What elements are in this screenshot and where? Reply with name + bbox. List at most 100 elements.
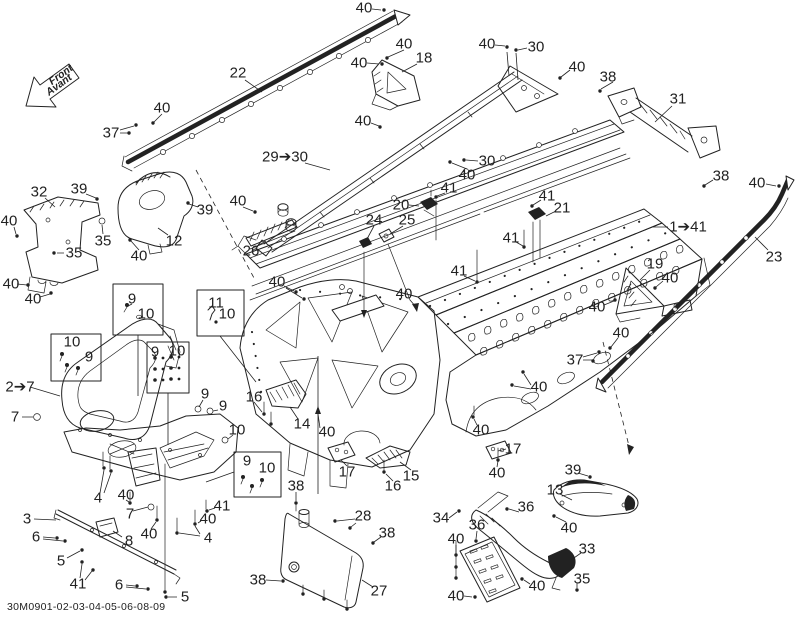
part-label-26: 26 — [242, 242, 260, 260]
part-label-4: 4 — [93, 489, 103, 507]
part-label-27: 27 — [370, 582, 388, 600]
part-label-30: 30 — [527, 38, 545, 56]
part-label-40: 40 — [318, 423, 336, 441]
part-12-console — [117, 171, 194, 255]
parts-33-36-support-assembly — [455, 491, 576, 603]
part-label-38: 38 — [712, 167, 730, 185]
construction-lines — [195, 169, 634, 494]
part-label-5: 5 — [56, 552, 66, 570]
part-label-15: 15 — [402, 467, 420, 485]
part-22-rail — [121, 9, 411, 172]
part-label-11: 11 — [208, 294, 224, 312]
parts-3-41-lower-rails — [53, 509, 181, 585]
part-30-upper-panel — [255, 65, 559, 257]
part-label-35: 35 — [94, 232, 112, 250]
part-32-bracket — [23, 196, 101, 294]
part-label-35: 35 — [65, 244, 83, 262]
callout-boxes — [50, 283, 282, 498]
part-label-17: 17 — [504, 440, 522, 458]
part-label-40: 40 — [588, 298, 606, 316]
leader-lines — [13, 8, 777, 598]
part-label-20: 20 — [392, 196, 410, 214]
part-label-1-41: 1➔41 — [669, 218, 707, 236]
part-label-40: 40 — [355, 0, 373, 17]
part-label-9: 9 — [200, 385, 210, 403]
part-label-4: 4 — [203, 529, 213, 547]
part-label-6: 6 — [31, 528, 41, 546]
part-label-37: 37 — [566, 351, 584, 369]
parts-14-17-brackets — [263, 379, 512, 471]
part-label-40: 40 — [350, 54, 368, 72]
part-label-25: 25 — [398, 211, 416, 229]
part-label-22: 22 — [229, 64, 247, 82]
part-label-40: 40 — [447, 587, 465, 605]
document-code: 30M0901-02-03-04-05-06-08-09 — [7, 601, 166, 613]
part-label-40: 40 — [0, 212, 18, 230]
part-label-40: 40 — [568, 58, 586, 76]
part-label-40: 40 — [117, 486, 135, 504]
part-label-40: 40 — [199, 510, 217, 528]
part-label-10: 10 — [258, 459, 276, 477]
part-label-41: 41 — [450, 262, 468, 280]
part-label-16: 16 — [245, 388, 263, 406]
part-label-36: 36 — [517, 498, 535, 516]
part-label-39: 39 — [196, 201, 214, 219]
part-label-35: 35 — [573, 570, 591, 588]
part-label-9: 9 — [218, 397, 228, 415]
part-label-40: 40 — [748, 174, 766, 192]
part-label-34: 34 — [432, 509, 450, 527]
part-2-7-front-module — [61, 318, 239, 591]
part-label-40: 40 — [354, 112, 372, 130]
part-label-40: 40 — [478, 35, 496, 53]
part-label-40: 40 — [612, 324, 630, 342]
part-label-32: 32 — [30, 183, 48, 201]
part-label-38: 38 — [599, 68, 617, 86]
part-label-40: 40 — [458, 166, 476, 184]
part-label-28: 28 — [354, 507, 372, 525]
part-label-13: 13 — [546, 481, 564, 499]
part-label-40: 40 — [472, 421, 490, 439]
fastener-pins — [15, 8, 781, 611]
part-18-bracket — [371, 59, 421, 111]
part-label-40: 40 — [395, 285, 413, 303]
part-label-8: 8 — [124, 532, 134, 550]
part-label-29-30: 29➔30 — [262, 148, 308, 166]
part-label-40: 40 — [530, 378, 548, 396]
part-label-5: 5 — [180, 588, 190, 606]
part-label-7: 7 — [125, 505, 135, 523]
part-label-40: 40 — [24, 290, 42, 308]
part-label-9: 9 — [84, 348, 94, 366]
part-label-40: 40 — [528, 577, 546, 595]
part-label-21: 21 — [553, 199, 571, 217]
part-label-10: 10 — [137, 305, 155, 323]
part-label-30: 30 — [478, 152, 496, 170]
part-label-41: 41 — [69, 575, 87, 593]
part-label-9: 9 — [150, 343, 160, 361]
part-label-19: 19 — [646, 255, 664, 273]
part-label-33: 33 — [578, 540, 596, 558]
part-label-10: 10 — [168, 342, 186, 360]
part-label-3: 3 — [22, 510, 32, 528]
part-label-40: 40 — [140, 525, 158, 543]
part-label-2-7: 2➔7 — [5, 378, 35, 396]
part-label-18: 18 — [415, 49, 433, 67]
part-label-14: 14 — [293, 415, 311, 433]
part-19-bracket — [615, 267, 693, 323]
part-label-40: 40 — [488, 464, 506, 482]
part-label-41: 41 — [440, 179, 458, 197]
part-label-9: 9 — [242, 452, 252, 470]
part-label-40: 40 — [447, 530, 465, 548]
part-label-9: 9 — [127, 290, 137, 308]
part-label-39: 39 — [70, 180, 88, 198]
part-label-40: 40 — [395, 35, 413, 53]
part-label-16: 16 — [384, 477, 402, 495]
part-label-10: 10 — [218, 305, 236, 323]
part-label-10: 10 — [228, 421, 246, 439]
part-label-38: 38 — [249, 571, 267, 589]
part-label-40: 40 — [130, 247, 148, 265]
part-label-31: 31 — [669, 90, 687, 108]
part-label-41: 41 — [502, 229, 520, 247]
